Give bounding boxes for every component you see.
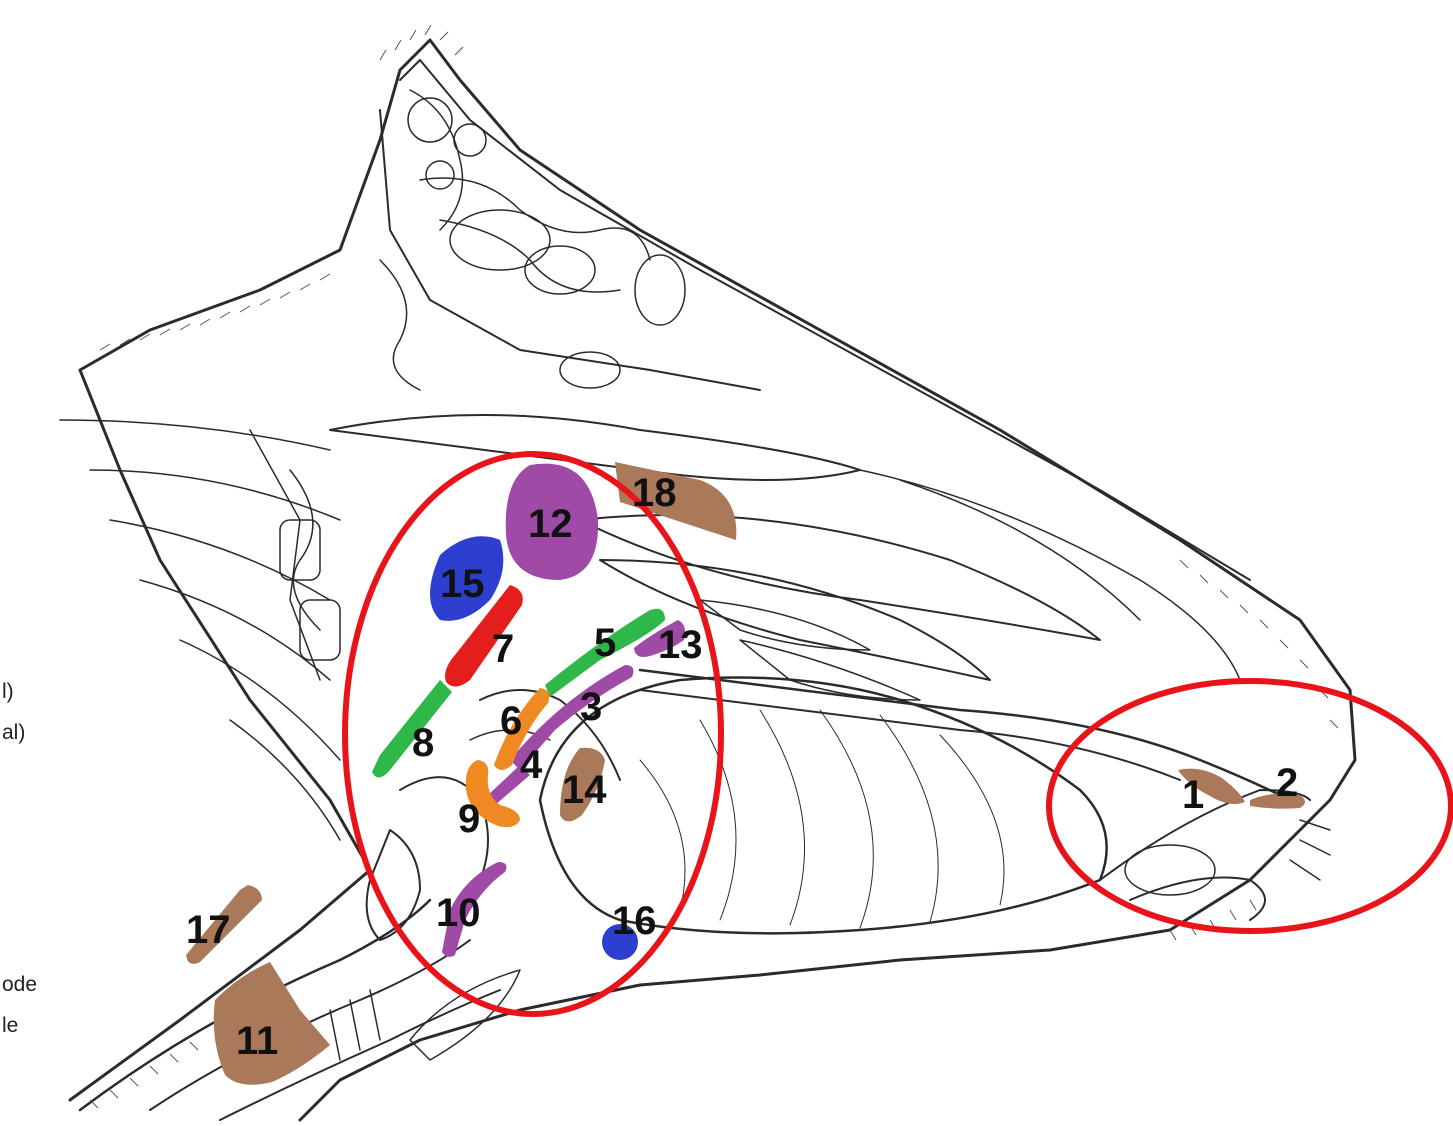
head-sagittal-section-drawing: [60, 25, 1355, 1120]
label-11: 11: [236, 1019, 278, 1063]
legend-fragment-3: ode: [2, 973, 37, 996]
legend-fragments: l) al) ode le: [2, 680, 37, 1037]
label-6: 6: [500, 699, 522, 743]
legend-fragment-1: l): [2, 680, 14, 703]
label-14: 14: [562, 768, 607, 812]
number-labels: 1 2 3 4 5 6 7 8 9 10 11 12 13 14 15 16 1…: [186, 471, 1298, 1063]
label-15: 15: [440, 562, 485, 606]
legend-fragment-2: al): [2, 721, 25, 744]
label-7: 7: [492, 627, 514, 671]
label-8: 8: [412, 721, 434, 765]
label-4: 4: [520, 743, 543, 787]
label-17: 17: [186, 908, 231, 952]
label-5: 5: [594, 621, 616, 665]
label-13: 13: [658, 623, 703, 667]
colored-markers: [186, 462, 1305, 1085]
label-16: 16: [612, 899, 657, 943]
label-18: 18: [632, 471, 677, 515]
label-3: 3: [580, 685, 602, 729]
label-12: 12: [528, 502, 573, 546]
label-2: 2: [1276, 761, 1298, 805]
label-10: 10: [436, 891, 481, 935]
legend-fragment-4: le: [2, 1014, 18, 1037]
label-1: 1: [1182, 773, 1204, 817]
label-9: 9: [458, 797, 480, 841]
